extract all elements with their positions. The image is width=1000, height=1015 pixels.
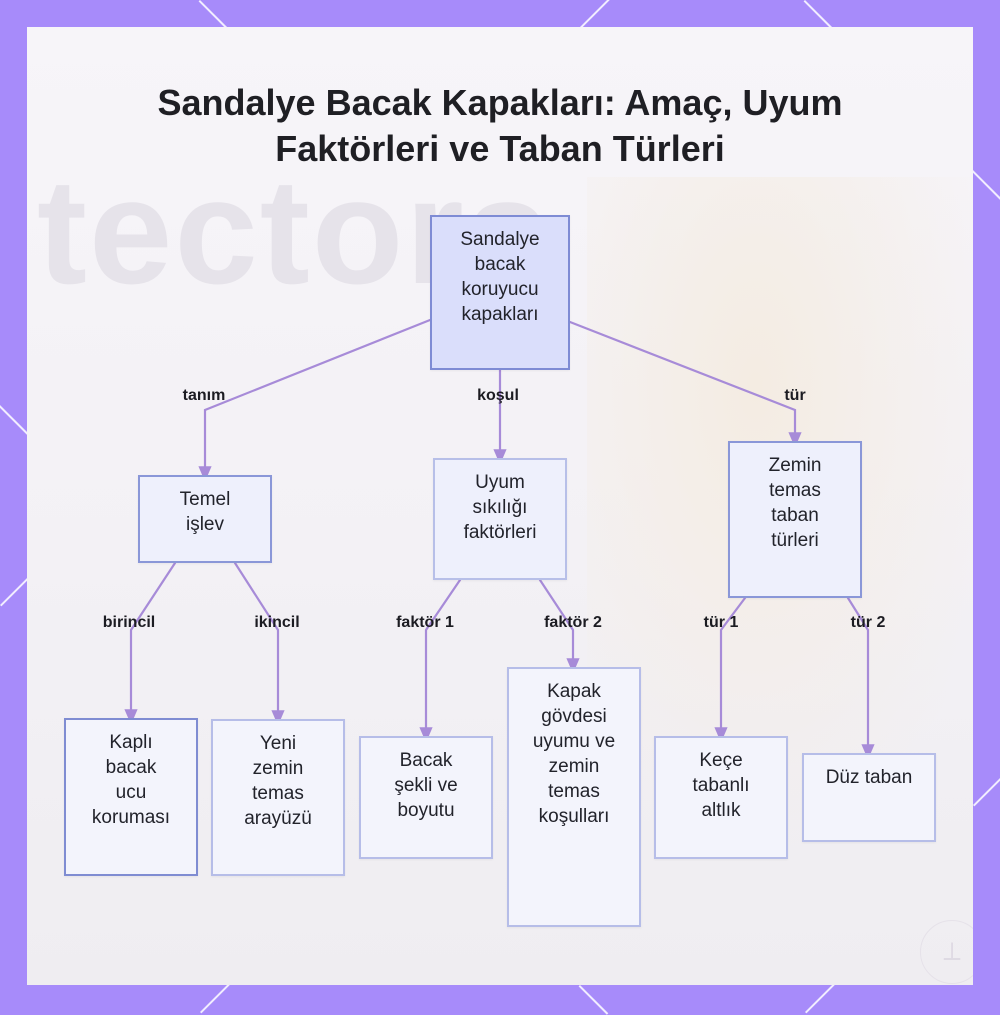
node-temel-line: işlev bbox=[185, 514, 224, 535]
node-kapak-govdesi: Kapak gövdesi uyumu ve zemin temas koşul… bbox=[507, 667, 641, 927]
node-kece-line: tabanlı bbox=[692, 775, 750, 796]
node-temel-line: Temel bbox=[179, 489, 231, 510]
edge-label-tur: tür bbox=[784, 387, 806, 404]
node-kece-tabanli: Keçe tabanlı altlık bbox=[654, 736, 788, 859]
edge-temel-yeni bbox=[233, 561, 285, 726]
node-yeni-line: zemin bbox=[252, 758, 304, 779]
node-yeni-line: temas bbox=[252, 783, 304, 804]
edge-zemin-duz bbox=[846, 596, 875, 760]
edge-uyum-kapak bbox=[538, 578, 580, 674]
edge-label-tur1: tür 1 bbox=[703, 614, 739, 631]
node-kapak-line: koşulları bbox=[538, 806, 610, 827]
node-root-line: bacak bbox=[474, 254, 526, 275]
diagram-title: Sandalye Bacak Kapakları: Amaç, Uyum Fak… bbox=[0, 80, 1000, 172]
node-root-line: kapakları bbox=[461, 304, 539, 325]
node-yeni-zemin: Yeni zemin temas arayüzü bbox=[211, 719, 345, 876]
node-kapak-line: Kapak bbox=[547, 681, 601, 702]
node-kapak-line: gövdesi bbox=[541, 706, 607, 727]
node-kapli-bacak: Kaplı bacak ucu koruması bbox=[64, 718, 198, 876]
title-line-2: Faktörleri ve Taban Türleri bbox=[275, 128, 725, 169]
node-duz-line: Düz taban bbox=[825, 767, 913, 788]
edge-root-temel bbox=[198, 318, 432, 482]
node-duz-taban: Düz taban bbox=[802, 753, 936, 842]
watermark-logo-icon: ⟂ bbox=[920, 920, 973, 984]
node-yeni-line: Yeni bbox=[259, 733, 297, 754]
node-kapli-line: Kaplı bbox=[109, 732, 153, 753]
node-yeni-line: arayüzü bbox=[244, 808, 312, 829]
edge-label-ikincil: ikincil bbox=[254, 614, 300, 631]
edge-label-birincil: birincil bbox=[102, 614, 156, 631]
edge-label-faktor2: faktör 2 bbox=[544, 614, 602, 631]
node-uyum-line: Uyum bbox=[475, 472, 525, 493]
node-kece-line: altlık bbox=[701, 800, 741, 821]
node-kapli-line: ucu bbox=[115, 782, 147, 803]
title-line-1: Sandalye Bacak Kapakları: Amaç, Uyum bbox=[157, 82, 843, 123]
node-root-line: koruyucu bbox=[461, 279, 539, 300]
edge-uyum-bacak bbox=[419, 578, 462, 743]
edge-label-tur2: tür 2 bbox=[850, 614, 886, 631]
node-kapak-line: uyumu ve bbox=[532, 731, 616, 752]
edge-temel-kapli bbox=[124, 561, 177, 725]
node-root-line: Sandalye bbox=[460, 229, 540, 250]
node-kapli-line: koruması bbox=[91, 807, 171, 828]
node-uyum-faktorleri: Uyum sıkılığı faktörleri bbox=[433, 458, 567, 580]
node-bacak-sekli: Bacak şekli ve boyutu bbox=[359, 736, 493, 859]
edge-label-kosul: koşul bbox=[477, 387, 519, 404]
node-zemin-line: taban bbox=[771, 505, 819, 526]
node-bacak-line: şekli ve bbox=[394, 775, 458, 796]
node-kapak-line: zemin bbox=[548, 756, 600, 777]
edge-label-faktor1: faktör 1 bbox=[396, 614, 454, 631]
node-uyum-line: faktörleri bbox=[463, 522, 537, 543]
node-temel-islev: Temel işlev bbox=[138, 475, 272, 563]
node-zemin-taban-turleri: Zemin temas taban türleri bbox=[728, 441, 862, 598]
node-zemin-line: türleri bbox=[771, 530, 819, 551]
edge-root-zemin bbox=[568, 320, 802, 448]
node-zemin-line: Zemin bbox=[768, 455, 822, 476]
node-kece-line: Keçe bbox=[699, 750, 743, 771]
node-kapli-line: bacak bbox=[105, 757, 157, 778]
node-zemin-line: temas bbox=[769, 480, 821, 501]
edge-label-tanim: tanım bbox=[182, 387, 226, 404]
node-bacak-line: boyutu bbox=[397, 800, 455, 821]
node-bacak-line: Bacak bbox=[399, 750, 453, 771]
node-kapak-line: temas bbox=[548, 781, 600, 802]
edge-zemin-kece bbox=[714, 596, 747, 743]
node-root: Sandalye bacak koruyucu kapakları bbox=[430, 215, 570, 370]
node-uyum-line: sıkılığı bbox=[472, 497, 528, 518]
